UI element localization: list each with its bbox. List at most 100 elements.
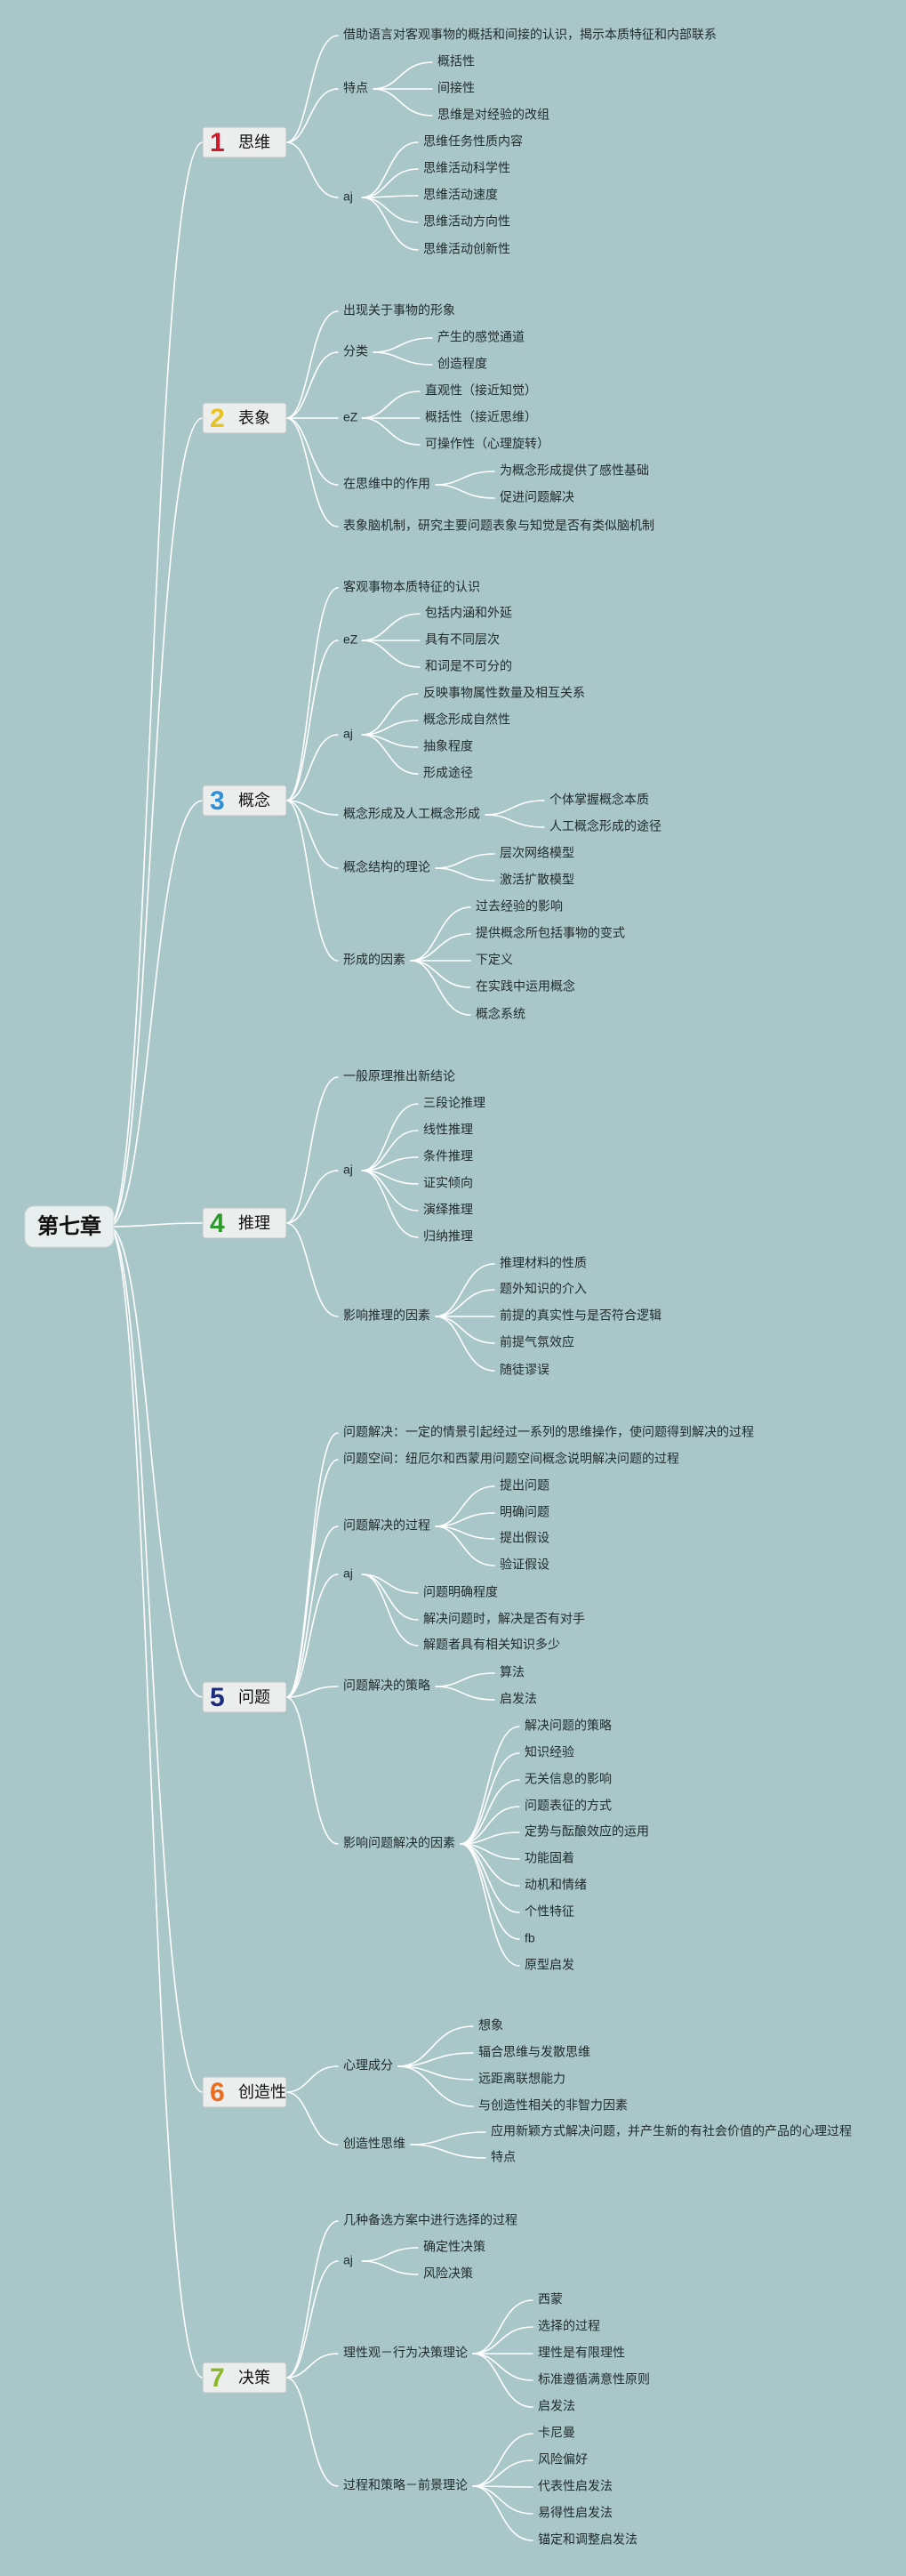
connector-line <box>435 867 495 881</box>
connector-line <box>285 2377 339 2487</box>
connector-line <box>373 351 433 366</box>
leaf-label: 启发法 <box>500 1692 537 1706</box>
leaf-label: 过去经验的影响 <box>476 899 563 914</box>
leaf-label: 前提气氛效应 <box>500 1335 574 1349</box>
leaf-label: 应用新颖方式解决问题，并产生新的有社会价值的产品的心理过程 <box>491 2124 852 2138</box>
leaf-label: 易得性启发法 <box>538 2506 613 2520</box>
connector-line <box>397 2025 474 2067</box>
connector-line <box>485 800 545 816</box>
node-label: 特点 <box>343 81 368 95</box>
connector-line <box>460 1726 520 1845</box>
connector-line <box>108 1226 204 2379</box>
node-label: 概念结构的理论 <box>343 860 430 874</box>
connector-line <box>397 2065 474 2107</box>
leaf-label: 定势与酝酿效应的运用 <box>525 1824 649 1839</box>
leaf-label: 下定义 <box>476 953 513 967</box>
connector-line <box>361 1170 419 1238</box>
connector-line <box>285 800 339 962</box>
leaf-label: 证实倾向 <box>423 1176 473 1190</box>
node-label: 问题解决的过程 <box>343 1518 430 1533</box>
section-title: 决策 <box>238 2369 270 2387</box>
leaf-label: 代表性启发法 <box>538 2479 613 2493</box>
connector-lines <box>108 35 545 2541</box>
leaf-label: 解题者具有相关知识多少 <box>423 1638 560 1652</box>
leaf-label: 产生的感觉通道 <box>437 330 525 344</box>
leaf-label: 思维活动创新性 <box>423 242 510 256</box>
connector-line <box>285 417 339 486</box>
connector-line <box>361 734 419 775</box>
leaf-label: 创造程度 <box>437 357 487 371</box>
connector-line <box>361 1574 419 1621</box>
leaf-label: 概念系统 <box>476 1007 525 1021</box>
connector-line <box>435 1672 495 1687</box>
section-number: 7 <box>210 2363 225 2393</box>
section-number: 2 <box>210 404 225 433</box>
connector-line <box>435 1525 495 1566</box>
section-box <box>202 785 287 817</box>
node-label: 问题空间：纽厄尔和西蒙用问题空间概念说明解决问题的过程 <box>343 1452 679 1466</box>
leaf-label: 知识经验 <box>525 1745 574 1759</box>
node-label: 在思维中的作用 <box>343 477 430 491</box>
connector-line <box>285 2091 339 2145</box>
section-box <box>202 2362 287 2394</box>
connector-line <box>285 640 339 801</box>
connector-line <box>410 960 471 988</box>
section-box <box>202 1207 287 1239</box>
node-label: 借助语言对客观事物的概括和间接的认识，揭示本质特征和内部联系 <box>343 28 717 42</box>
leaf-label: 间接性 <box>437 81 475 95</box>
leaf-label: 提出问题 <box>500 1478 549 1493</box>
connector-line <box>285 417 339 527</box>
leaf-label: 具有不同层次 <box>425 632 500 647</box>
connector-line <box>435 1289 495 1317</box>
connector-line <box>285 2065 339 2093</box>
leaf-label: 促进问题解决 <box>500 490 574 504</box>
node-label: aj <box>343 189 353 204</box>
connector-line <box>361 1130 419 1171</box>
node-label: aj <box>343 1566 353 1581</box>
connector-line <box>285 1696 339 1845</box>
node-label: eZ <box>343 632 358 647</box>
leaf-label: 人工概念形成的途径 <box>549 819 661 833</box>
connector-line <box>397 2065 474 2081</box>
node-label: 分类 <box>343 344 368 358</box>
leaf-label: 功能固着 <box>525 1851 574 1865</box>
section-title: 概念 <box>238 791 270 809</box>
connector-line <box>361 640 421 668</box>
connector-line <box>285 2353 339 2379</box>
connector-line <box>361 1574 419 1594</box>
node-label: 影响问题解决的因素 <box>343 1836 455 1850</box>
connector-line <box>361 613 421 641</box>
leaf-label: 思维任务性质内容 <box>423 134 523 149</box>
connector-line <box>435 1316 495 1372</box>
connector-line <box>361 197 419 251</box>
leaf-label: 三段论推理 <box>423 1096 485 1110</box>
connector-line <box>108 141 204 1228</box>
leaf-label: 标准遵循满意性原则 <box>538 2372 650 2387</box>
leaf-label: 辐合思维与发散思维 <box>478 2045 590 2059</box>
connector-line <box>410 960 471 1016</box>
connector-line <box>435 484 495 499</box>
node-label: 几种备选方案中进行选择的过程 <box>343 2213 517 2227</box>
section-title: 问题 <box>238 1688 270 1706</box>
node-label: 心理成分 <box>343 2058 393 2073</box>
connector-line <box>361 390 421 419</box>
connector-line <box>460 1779 520 1845</box>
root-title: 第七章 <box>37 1213 101 1238</box>
node-label: 过程和策略－前景理论 <box>343 2478 468 2492</box>
connector-line <box>460 1752 520 1845</box>
connector-line <box>460 1806 520 1845</box>
connector-line <box>285 88 339 143</box>
connector-line <box>361 141 419 198</box>
connector-line <box>285 141 339 198</box>
connector-line <box>361 417 421 446</box>
section-title: 思维 <box>238 133 270 151</box>
connector-line <box>410 2131 486 2145</box>
node-label: aj <box>343 1163 353 1177</box>
connector-line <box>285 35 339 143</box>
node-label: aj <box>343 2253 353 2267</box>
node-label: 创造性思维 <box>343 2137 405 2151</box>
connector-line <box>285 1459 339 1698</box>
section-number: 4 <box>210 1209 225 1238</box>
connector-line <box>472 2433 533 2487</box>
